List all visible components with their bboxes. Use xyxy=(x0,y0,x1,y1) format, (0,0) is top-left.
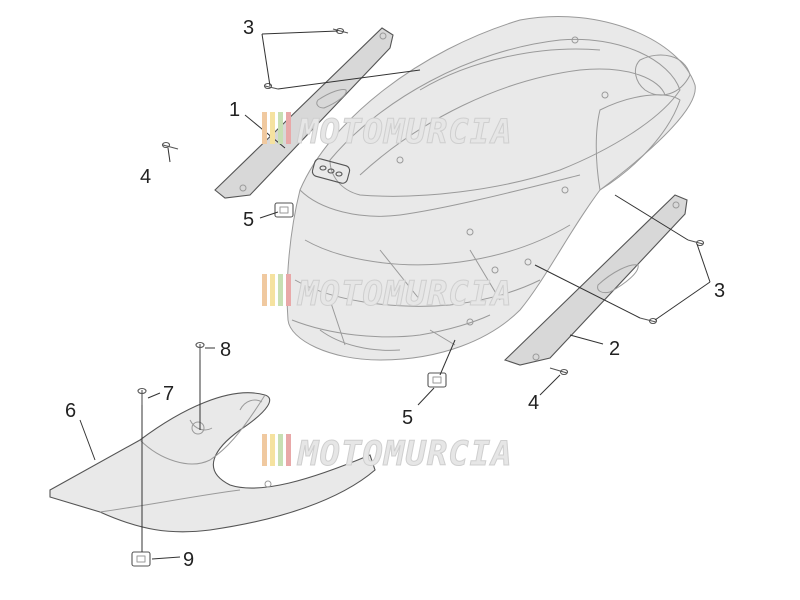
callout-8: 8 xyxy=(220,339,231,361)
screw-3-right-b xyxy=(639,317,658,325)
callout-4-left: 4 xyxy=(140,166,151,188)
right-side-trim xyxy=(503,194,688,366)
clip-nut-upper xyxy=(274,202,294,218)
screw-7 xyxy=(137,387,147,405)
callout-3-top: 3 xyxy=(243,17,254,39)
callout-5-lower: 5 xyxy=(402,407,413,429)
callout-7: 7 xyxy=(163,383,174,405)
callout-2: 2 xyxy=(609,338,620,360)
callout-1: 1 xyxy=(229,99,240,121)
screw-4-right xyxy=(549,367,569,376)
watermark-top: MOTOMURCIA xyxy=(262,112,513,153)
watermark-text-bottom: MOTOMURCIA xyxy=(297,434,513,474)
screw-3-mid xyxy=(263,82,279,90)
watermark-bottom: MOTOMURCIA xyxy=(262,434,513,475)
callout-3-right: 3 xyxy=(714,280,725,302)
clip-nut-cover xyxy=(131,551,151,567)
watermark-text-top: MOTOMURCIA xyxy=(297,112,513,152)
callout-labels: 3 1 4 5 3 2 4 5 8 7 6 9 xyxy=(65,17,725,571)
callout-9: 9 xyxy=(183,549,194,571)
screw-8 xyxy=(195,341,205,360)
rear-body-cover xyxy=(286,16,696,361)
screw-4-left xyxy=(161,141,179,150)
callout-5-upper: 5 xyxy=(243,209,254,231)
watermark-middle: MOTOMURCIA xyxy=(262,274,513,315)
lower-cover xyxy=(49,392,376,533)
callout-4-right: 4 xyxy=(528,392,539,414)
clip-nut-lower xyxy=(427,372,447,388)
screw-3-right-a xyxy=(687,239,705,247)
left-side-trim xyxy=(214,27,394,199)
leader-lines xyxy=(79,30,711,560)
callout-6: 6 xyxy=(65,400,76,422)
watermark-text-middle: MOTOMURCIA xyxy=(297,274,513,314)
